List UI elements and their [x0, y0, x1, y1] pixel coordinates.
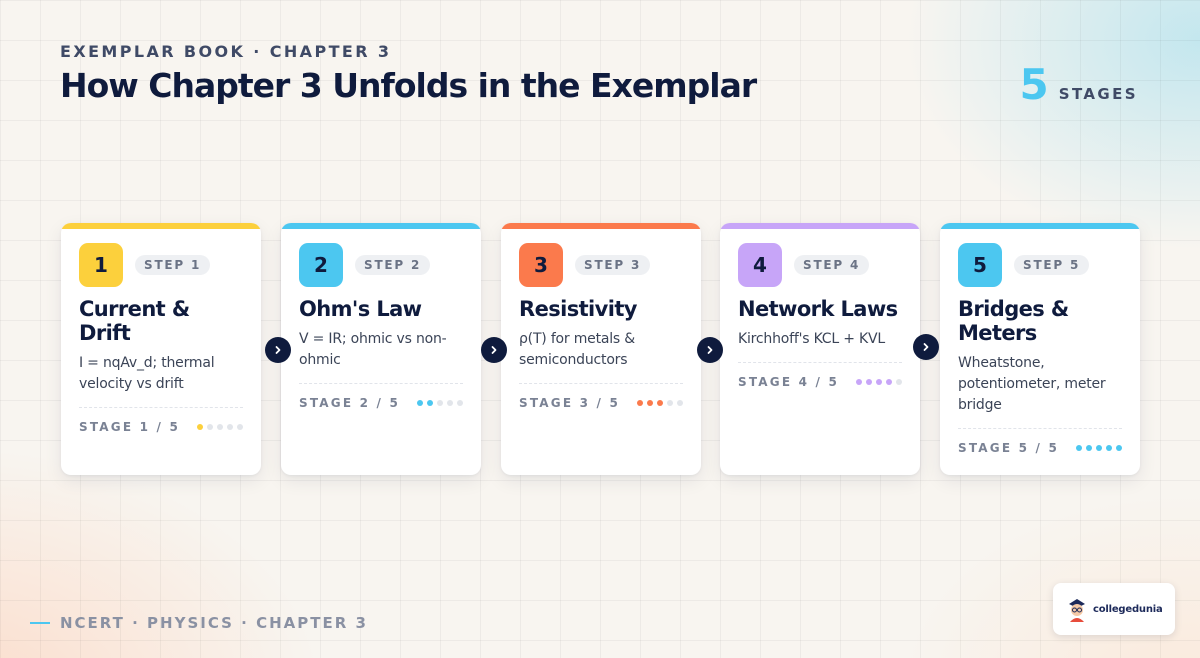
step-stage-label: STAGE 4 / 5 — [738, 375, 840, 389]
step-divider — [958, 428, 1122, 429]
chevron-right-icon — [923, 343, 929, 351]
step-stage-label: STAGE 3 / 5 — [519, 396, 621, 410]
progress-dot — [637, 400, 643, 406]
progress-dot — [657, 400, 663, 406]
step-connector-2 — [481, 337, 507, 363]
step-number-badge: 1 — [79, 243, 123, 287]
progress-dot — [237, 424, 243, 430]
progress-dot — [227, 424, 233, 430]
progress-dot — [447, 400, 453, 406]
step-head: 1 STEP 1 — [61, 229, 261, 287]
progress-dot — [1086, 445, 1092, 451]
progress-dot — [876, 379, 882, 385]
step-footer: STAGE 3 / 5 — [501, 384, 701, 410]
step-head: 5 STEP 5 — [940, 229, 1140, 287]
footer: NCERT · PHYSICS · CHAPTER 3 — [30, 614, 368, 632]
step-pill: STEP 1 — [135, 255, 211, 275]
step-description: Kirchhoff's KCL + KVL — [738, 331, 885, 347]
step-accent-bar — [720, 223, 920, 229]
footer-text: NCERT · PHYSICS · CHAPTER 3 — [60, 614, 368, 632]
page-title: How Chapter 3 Unfolds in the Exemplar — [60, 66, 757, 105]
step-head: 3 STEP 3 — [501, 229, 701, 287]
progress-dot — [217, 424, 223, 430]
step-card-5: 5 STEP 5 Bridges & Meters Wheatstone, po… — [940, 223, 1140, 475]
step-title: Ohm's Law — [299, 297, 422, 321]
step-pill: STEP 3 — [575, 255, 651, 275]
step-progress-dots — [417, 400, 463, 406]
step-title: Resistivity — [519, 297, 637, 321]
step-progress-dots — [197, 424, 243, 430]
progress-dot — [677, 400, 683, 406]
progress-dot — [457, 400, 463, 406]
chevron-right-icon — [275, 346, 281, 354]
step-number-badge: 4 — [738, 243, 782, 287]
step-accent-bar — [281, 223, 481, 229]
step-head: 2 STEP 2 — [281, 229, 481, 287]
step-divider — [519, 383, 683, 384]
step-accent-bar — [61, 223, 261, 229]
progress-dot — [866, 379, 872, 385]
step-divider — [299, 383, 463, 384]
step-progress-dots — [637, 400, 683, 406]
step-title: Current & Drift — [79, 297, 190, 345]
step-connector-3 — [697, 337, 723, 363]
step-accent-bar — [501, 223, 701, 229]
mascot-icon — [1069, 599, 1085, 622]
logo-text: collegedunia — [1093, 603, 1163, 615]
progress-dot — [417, 400, 423, 406]
progress-dot — [197, 424, 203, 430]
step-card-1: 1 STEP 1 Current & Drift I = nqAv_d; the… — [61, 223, 261, 475]
progress-dot — [1096, 445, 1102, 451]
progress-dot — [1076, 445, 1082, 451]
stage-count: 5 STAGES — [1020, 60, 1138, 109]
step-footer: STAGE 5 / 5 — [940, 429, 1140, 455]
collegedunia-logo[interactable]: collegedunia — [1053, 583, 1175, 635]
step-description: Wheatstone, potentiometer, meter bridge — [958, 355, 1106, 413]
stage-count-label: STAGES — [1058, 85, 1138, 103]
chevron-right-icon — [491, 346, 497, 354]
step-stage-label: STAGE 2 / 5 — [299, 396, 401, 410]
step-card-3: 3 STEP 3 Resistivity ρ(T) for metals & s… — [501, 223, 701, 475]
progress-dot — [886, 379, 892, 385]
step-accent-bar — [940, 223, 1140, 229]
step-head: 4 STEP 4 — [720, 229, 920, 287]
step-description: ρ(T) for metals & semiconductors — [519, 331, 635, 368]
step-footer: STAGE 1 / 5 — [61, 408, 261, 434]
step-title: Network Laws — [738, 297, 898, 321]
step-footer: STAGE 4 / 5 — [720, 363, 920, 389]
step-number-badge: 5 — [958, 243, 1002, 287]
step-connector-1 — [265, 337, 291, 363]
progress-dot — [207, 424, 213, 430]
progress-dot — [856, 379, 862, 385]
step-description: I = nqAv_d; thermal velocity vs drift — [79, 355, 215, 392]
step-description: V = IR; ohmic vs non-ohmic — [299, 331, 447, 368]
step-card-4: 4 STEP 4 Network Laws Kirchhoff's KCL + … — [720, 223, 920, 475]
step-connector-4 — [913, 334, 939, 360]
step-card-2: 2 STEP 2 Ohm's Law V = IR; ohmic vs non-… — [281, 223, 481, 475]
progress-dot — [647, 400, 653, 406]
progress-dot — [1106, 445, 1112, 451]
step-divider — [738, 362, 902, 363]
step-footer: STAGE 2 / 5 — [281, 384, 481, 410]
step-progress-dots — [1076, 445, 1122, 451]
step-stage-label: STAGE 1 / 5 — [79, 420, 181, 434]
footer-accent-line — [30, 622, 50, 624]
progress-dot — [427, 400, 433, 406]
step-title: Bridges & Meters — [958, 297, 1069, 345]
step-number-badge: 3 — [519, 243, 563, 287]
progress-dot — [1116, 445, 1122, 451]
step-pill: STEP 4 — [794, 255, 870, 275]
eyebrow: EXEMPLAR BOOK · CHAPTER 3 — [60, 42, 392, 61]
progress-dot — [667, 400, 673, 406]
chevron-right-icon — [707, 346, 713, 354]
step-pill: STEP 2 — [355, 255, 431, 275]
step-progress-dots — [856, 379, 902, 385]
progress-dot — [437, 400, 443, 406]
step-pill: STEP 5 — [1014, 255, 1090, 275]
step-divider — [79, 407, 243, 408]
step-number-badge: 2 — [299, 243, 343, 287]
step-stage-label: STAGE 5 / 5 — [958, 441, 1060, 455]
progress-dot — [896, 379, 902, 385]
stage-count-number: 5 — [1019, 60, 1049, 109]
